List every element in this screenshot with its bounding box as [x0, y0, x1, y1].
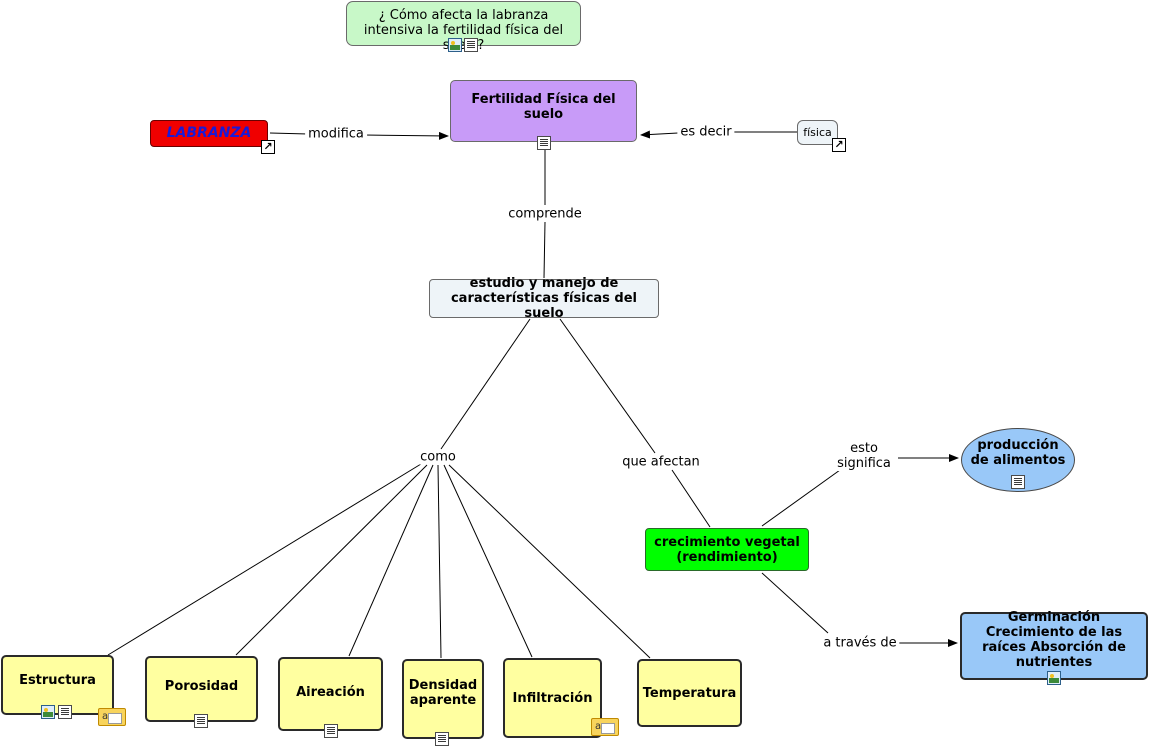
- crecimiento-text: crecimiento vegetal (rendimiento): [654, 534, 800, 565]
- link-label-como[interactable]: como: [417, 449, 459, 465]
- line-como-temperatura: [448, 464, 651, 659]
- line-como-aireacion: [348, 464, 434, 657]
- labranza-node[interactable]: LABRANZA: [150, 120, 268, 147]
- densidad-text: Densidad aparente: [408, 678, 478, 708]
- aireacion-node[interactable]: Aireación: [278, 657, 383, 731]
- arrow-modifica-fertilidad: [363, 131, 449, 140]
- temperatura-text: Temperatura: [642, 685, 737, 701]
- image-icon[interactable]: [41, 705, 55, 719]
- produccion-text: producción de alimentos: [970, 438, 1066, 468]
- estudio-text: estudio y manejo de características físi…: [450, 276, 638, 321]
- infiltracion-text: Infiltración: [512, 690, 593, 706]
- link-label-comprende[interactable]: comprende: [505, 206, 585, 222]
- document-icon[interactable]: [324, 724, 338, 738]
- line-como-densidad: [437, 464, 442, 659]
- link-label-modifica[interactable]: modifica: [305, 126, 367, 142]
- aireacion-text: Aireación: [296, 684, 365, 700]
- line-crecimiento-esto-significa: [761, 469, 841, 527]
- porosidad-text: Porosidad: [164, 678, 239, 694]
- document-icon[interactable]: [58, 705, 72, 719]
- document-icon[interactable]: [194, 714, 208, 728]
- line-crecimiento-a-traves: [761, 572, 829, 634]
- link-label-a-traves-de[interactable]: a través de: [820, 635, 900, 651]
- line-estudio-como: [440, 318, 531, 450]
- line-estudio-que-afectan: [559, 318, 656, 454]
- crecimiento-node[interactable]: crecimiento vegetal (rendimiento): [645, 528, 809, 571]
- densidad-node[interactable]: Densidad aparente: [402, 659, 484, 739]
- produccion-node[interactable]: producción de alimentos: [961, 428, 1075, 492]
- line-como-estructura: [107, 463, 422, 656]
- porosidad-node[interactable]: Porosidad: [145, 656, 258, 722]
- question-node[interactable]: ¿ Cómo afecta la labranza intensiva la f…: [346, 1, 581, 53]
- link-arrow-icon[interactable]: ↗: [832, 138, 846, 152]
- fertilidad-text: Fertilidad Física del suelo: [471, 92, 616, 122]
- line-como-porosidad: [235, 464, 428, 656]
- temperatura-node[interactable]: Temperatura: [637, 659, 742, 727]
- fisica-node[interactable]: física: [797, 120, 838, 145]
- document-icon[interactable]: [537, 136, 551, 150]
- annotation-icon[interactable]: a: [98, 708, 126, 726]
- annotation-icon[interactable]: a: [591, 718, 619, 736]
- labranza-text: LABRANZA: [166, 125, 252, 141]
- estructura-text: Estructura: [19, 672, 96, 688]
- germinacion-node[interactable]: Germinación Crecimiento de las raíces Ab…: [960, 610, 1148, 680]
- document-icon[interactable]: [1011, 475, 1025, 489]
- line-como-infiltracion: [443, 464, 533, 658]
- question-text: ¿ Cómo afecta la labranza intensiva la f…: [363, 8, 564, 53]
- link-label-que-afectan[interactable]: que afectan: [619, 454, 703, 470]
- fisica-text: física: [803, 126, 832, 139]
- infiltracion-node[interactable]: Infiltración: [503, 658, 602, 738]
- image-icon[interactable]: [1047, 671, 1061, 685]
- link-arrow-icon[interactable]: ↗: [261, 140, 275, 154]
- image-icon[interactable]: [448, 38, 462, 52]
- link-label-esto-significa[interactable]: esto significa: [830, 441, 898, 471]
- document-icon[interactable]: [464, 38, 478, 52]
- line-que-afectan-crecimiento: [671, 469, 711, 528]
- link-label-es-decir[interactable]: es decir: [677, 124, 735, 140]
- estudio-node[interactable]: estudio y manejo de características físi…: [429, 276, 659, 321]
- document-icon[interactable]: [435, 732, 449, 746]
- fertilidad-node[interactable]: Fertilidad Física del suelo: [450, 80, 637, 142]
- germinacion-text: Germinación Crecimiento de las raíces Ab…: [982, 610, 1126, 670]
- arrow-es-decir-fertilidad: [640, 130, 679, 139]
- estructura-node[interactable]: Estructura: [1, 655, 114, 715]
- line-labranza-modifica: [269, 132, 309, 135]
- line-comprende-estudio: [543, 221, 546, 279]
